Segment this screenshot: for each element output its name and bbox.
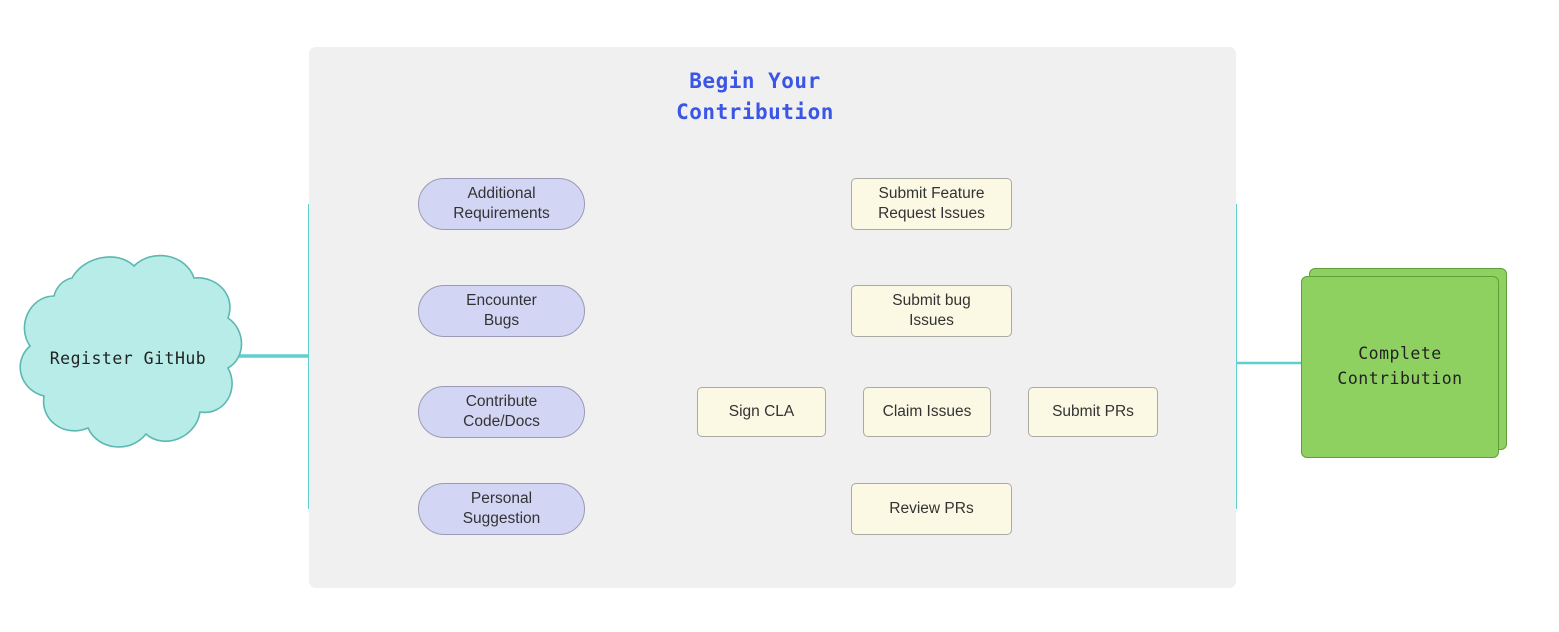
end-node-complete-contribution[interactable]: Complete Contribution — [1301, 268, 1507, 458]
cloud-icon — [19, 254, 243, 448]
reason-node-personal-suggestion[interactable]: Personal Suggestion — [418, 483, 585, 535]
reason-node-label: Encounter Bugs — [466, 292, 537, 329]
step-node-claim-issues[interactable]: Claim Issues — [863, 387, 991, 437]
action-node-review-prs[interactable]: Review PRs — [851, 483, 1012, 535]
action-node-submit-bug-issues[interactable]: Submit bug Issues — [851, 285, 1012, 337]
start-node-register-github[interactable] — [6, 248, 250, 468]
step-node-submit-prs[interactable]: Submit PRs — [1028, 387, 1158, 437]
reason-node-additional-requirements[interactable]: Additional Requirements — [418, 178, 585, 230]
action-node-sign-cla[interactable]: Sign CLA — [697, 387, 826, 437]
reason-node-label: Additional Requirements — [453, 185, 550, 222]
reason-node-label: Personal Suggestion — [462, 490, 541, 527]
action-node-submit-feature-request-issues[interactable]: Submit Feature Request Issues — [851, 178, 1012, 230]
step-node-label: Claim Issues — [882, 403, 972, 421]
reason-node-encounter-bugs[interactable]: Encounter Bugs — [418, 285, 585, 337]
step-node-label: Submit PRs — [1052, 403, 1134, 421]
reason-node-contribute-code-docs[interactable]: Contribute Code/Docs — [418, 386, 585, 438]
end-node-label: Complete Contribution — [1301, 276, 1499, 458]
reason-node-label: Contribute Code/Docs — [463, 393, 540, 430]
action-node-label: Review PRs — [889, 500, 974, 518]
action-node-label: Submit Feature Request Issues — [878, 185, 985, 222]
page-title: Begin Your Contribution — [676, 69, 834, 124]
action-node-label: Sign CLA — [728, 403, 795, 421]
action-node-label: Submit bug Issues — [892, 292, 971, 329]
